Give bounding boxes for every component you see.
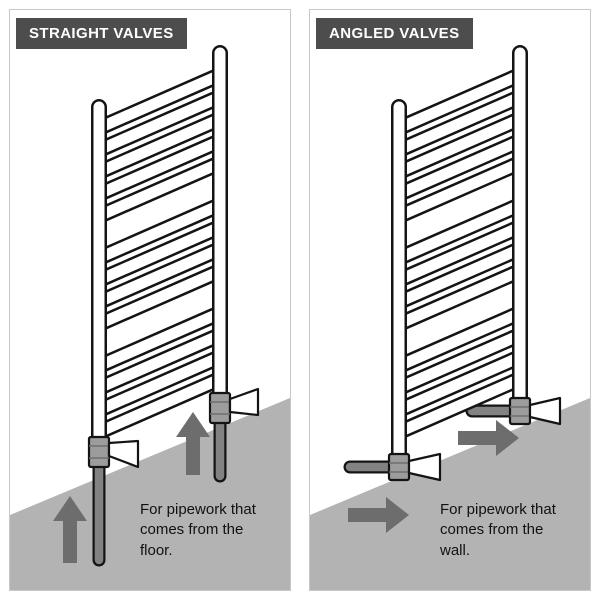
panel-angled-valves: ANGLED VALVES (309, 9, 591, 591)
angled-valves-illustration (310, 45, 590, 590)
angled-valve-left (387, 452, 442, 482)
angled-valve-right (508, 396, 562, 426)
right-arrow-icon (458, 420, 519, 456)
radiator-rails (391, 45, 528, 466)
radiator-rungs (91, 67, 228, 440)
panel-title-angled: ANGLED VALVES (316, 18, 473, 49)
valve-body (87, 435, 111, 469)
wall-slope (310, 398, 590, 590)
straight-valve-left (87, 435, 140, 469)
valve-body (387, 452, 411, 482)
valve-body (508, 396, 532, 426)
caption-straight: For pipework that comes from the floor. (140, 501, 256, 559)
up-arrow-icon (53, 496, 87, 563)
straight-valves-illustration (10, 45, 290, 590)
straight-valve-right (208, 387, 260, 425)
valve-body (208, 391, 232, 425)
panel-straight-valves: STRAIGHT VALVES (9, 9, 291, 591)
up-arrow-icon (176, 412, 210, 475)
valve-knob (107, 439, 140, 469)
floor-slope (10, 398, 290, 590)
right-arrow-icon (348, 497, 409, 533)
caption-angled: For pipework that comes from the wall. (440, 501, 556, 559)
radiator-rails (91, 45, 228, 450)
panel-title-straight: STRAIGHT VALVES (16, 18, 187, 49)
radiator-rungs (391, 67, 528, 440)
valve-knob (407, 452, 442, 482)
valve-knob (528, 396, 562, 426)
valve-knob (228, 387, 260, 417)
